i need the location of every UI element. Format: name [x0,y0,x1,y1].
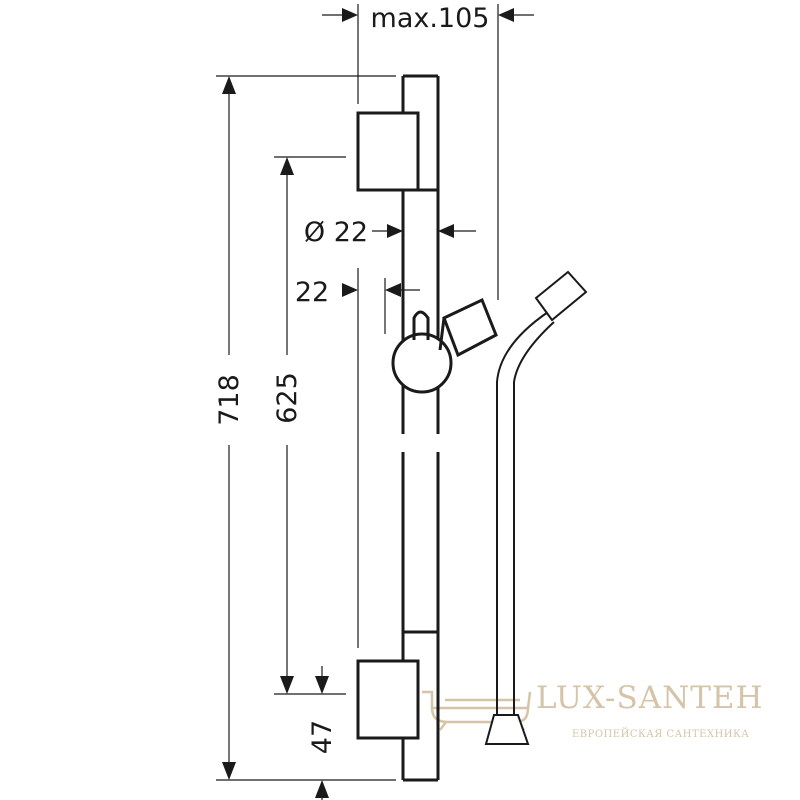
dimension-label-max-105: max.105 [371,3,490,34]
watermark-tagline: ЕВРОПЕЙСКАЯ САНТЕХНИКА [572,728,749,740]
shower-holder-slider [391,297,498,394]
watermark-logo: LUX-SANTEH ЕВРОПЕЙСКАЯ САНТЕХНИКА [422,680,764,740]
dimension-bracket-spacing-625: 625 [272,156,346,695]
dimension-total-height-718: 718 [214,75,396,781]
watermark-brand: LUX-SANTEH [536,680,764,716]
dimension-label-offset: 22 [295,277,329,308]
dimension-max-105: max.105 [322,3,534,300]
dimension-label-bottom-offset: 47 [307,720,338,754]
dimension-tube-diameter: Ø 22 [304,217,476,248]
shower-hose [484,270,588,745]
dimension-bottom-offset-47: 47 [307,666,338,800]
dimension-label-diameter: Ø 22 [304,217,368,248]
dimension-offset-22: 22 [295,268,420,648]
top-wall-bracket [356,111,438,192]
bottom-wall-bracket [356,630,438,740]
dimension-label-bracket-spacing: 625 [272,372,303,424]
dimension-label-total-height: 718 [214,374,245,426]
